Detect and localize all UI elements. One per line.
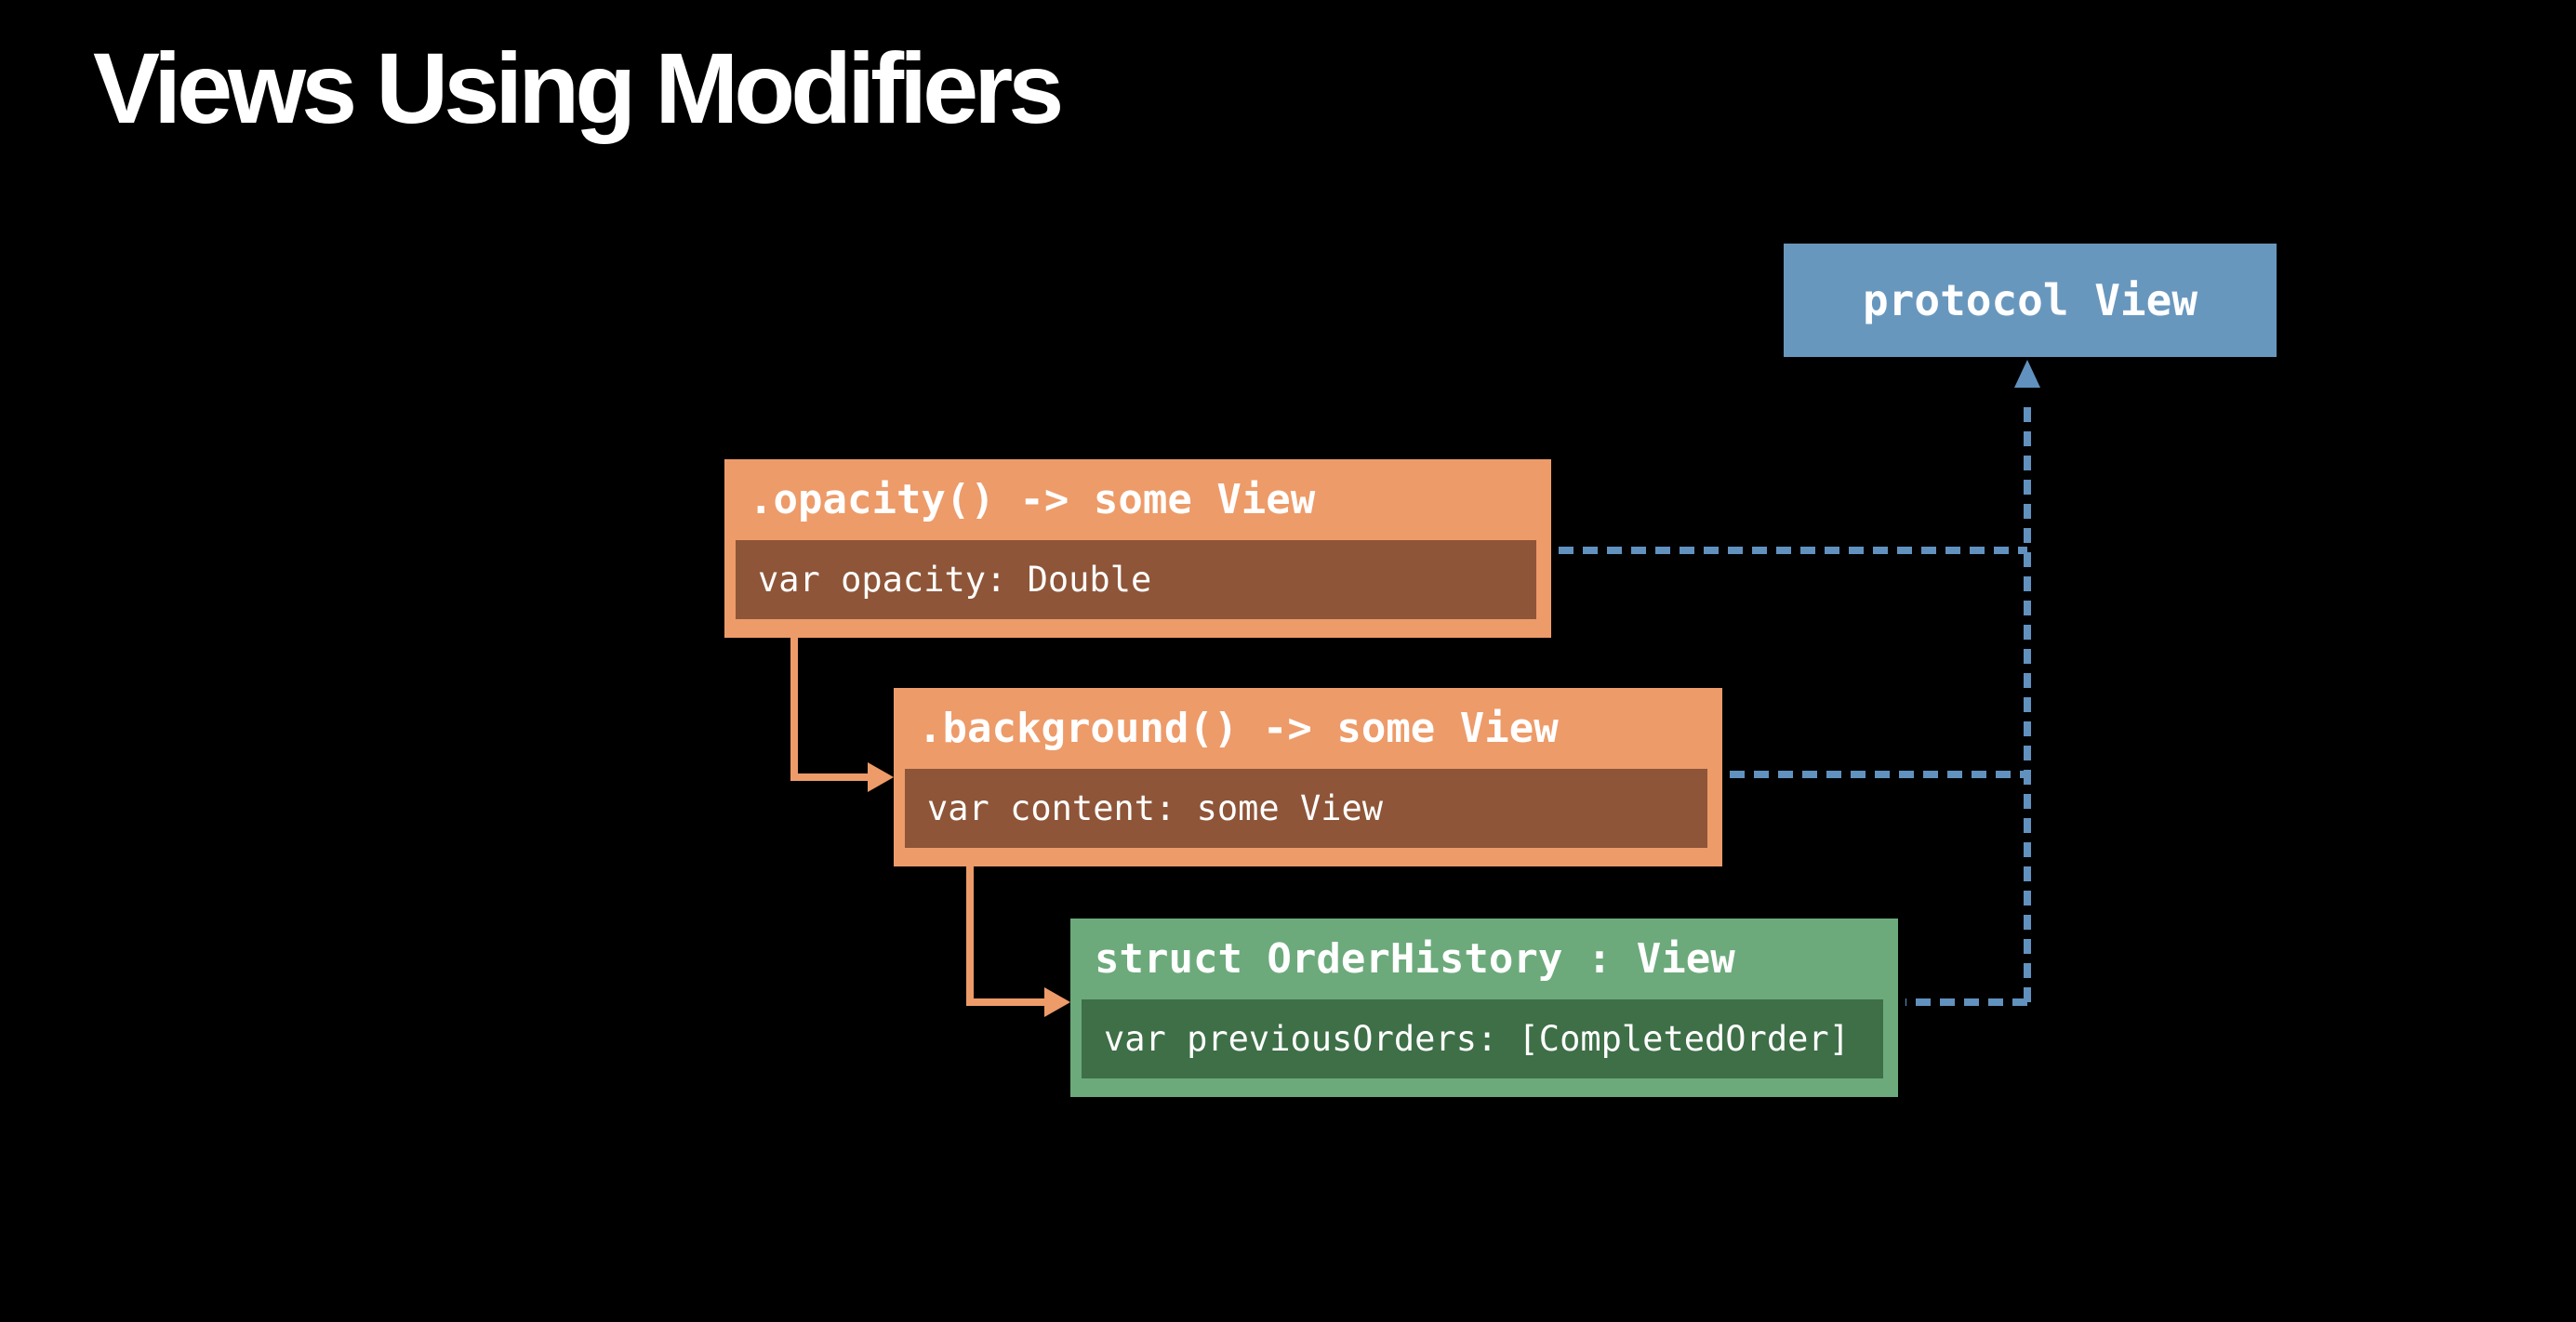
background-modifier-header: .background() -> some View [918,705,1559,752]
arrowhead-background-to-orderhistory-icon [1044,987,1070,1017]
protocol-view-box: protocol View [1784,244,2277,357]
arrowhead-opacity-to-background-icon [868,762,894,792]
orderhistory-member-field: var previousOrders: [CompletedOrder] [1082,999,1883,1078]
background-modifier-box: .background() -> some View var content: … [894,688,1722,866]
arrow-background-to-orderhistory [966,866,1044,1006]
arrow-opacity-to-background [790,638,868,781]
orderhistory-struct-header: struct OrderHistory : View [1095,935,1735,983]
protocol-view-label: protocol View [1862,275,2198,325]
slide-title: Views Using Modifiers [93,32,1064,144]
protocol-conformance-arrowhead-icon [2014,360,2040,388]
opacity-modifier-header: .opacity() -> some View [749,476,1316,523]
background-member-field: var content: some View [905,769,1707,848]
opacity-modifier-box: .opacity() -> some View var opacity: Dou… [724,459,1551,638]
orderhistory-struct-box: struct OrderHistory : View var previousO… [1070,919,1898,1097]
opacity-member-field: var opacity: Double [736,540,1536,619]
